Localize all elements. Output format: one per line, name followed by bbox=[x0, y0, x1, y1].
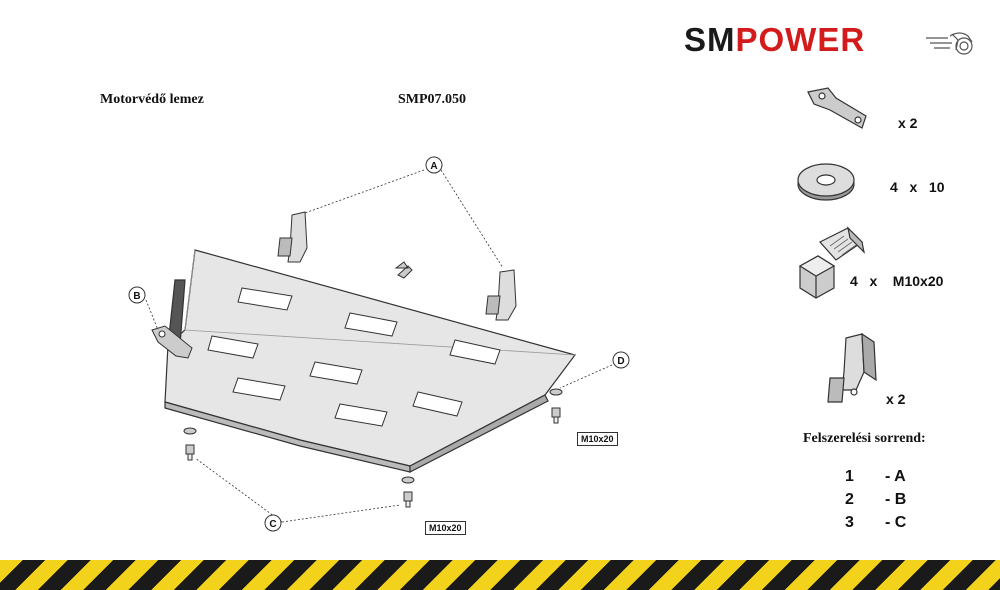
callout-d-circle bbox=[612, 351, 630, 369]
install-order-title: Felszerelési sorrend: bbox=[803, 431, 926, 446]
bracket-a-right bbox=[485, 269, 517, 321]
bracket-a-left bbox=[277, 211, 308, 263]
brand-logo: SMPOWER bbox=[684, 20, 984, 60]
step-letter: - B bbox=[885, 491, 907, 508]
leader-lines bbox=[145, 169, 613, 523]
part-qty-2: 4 x 10 bbox=[890, 179, 945, 195]
brand-wordmark: SMPOWER bbox=[684, 20, 865, 60]
bolt-label-c: M10x20 bbox=[425, 521, 466, 535]
assembly-diagram: A B C D bbox=[128, 156, 630, 532]
bolt-c-left bbox=[183, 427, 197, 461]
callout-c-circle bbox=[264, 514, 282, 532]
callout-b: B bbox=[133, 291, 140, 302]
step-letter: - A bbox=[885, 468, 906, 485]
product-code: SMP07.050 bbox=[398, 92, 467, 107]
bracket-strip-icon bbox=[807, 87, 867, 129]
step-letter: - C bbox=[885, 514, 907, 531]
direction-arrow-icon bbox=[394, 261, 413, 279]
bracket-b bbox=[151, 325, 193, 359]
step-number: 3 bbox=[845, 514, 854, 531]
brand-power: POWER bbox=[735, 21, 866, 58]
callout-d: D bbox=[617, 356, 624, 367]
washer-icon bbox=[797, 163, 855, 201]
motorcycle-icon bbox=[926, 32, 973, 55]
callout-c: C bbox=[269, 519, 276, 530]
part-qty-3: 4 x M10x20 bbox=[850, 273, 944, 289]
callout-a-circle bbox=[425, 156, 443, 174]
bolt-c-right bbox=[401, 476, 415, 508]
part-qty-1: x 2 bbox=[898, 115, 918, 131]
product-name: Motorvédő lemez bbox=[100, 92, 204, 107]
callout-b-circle bbox=[128, 286, 146, 304]
brand-sm: SM bbox=[684, 21, 736, 58]
step-number: 1 bbox=[845, 468, 854, 485]
step-number: 2 bbox=[845, 491, 854, 508]
bolt-icon bbox=[798, 226, 865, 299]
hazard-stripe bbox=[0, 560, 1000, 590]
install-step-2: 2 - B bbox=[845, 491, 906, 509]
plate-vents bbox=[207, 287, 501, 427]
bolt-d bbox=[549, 388, 563, 424]
bolt-label-d: M10x20 bbox=[577, 432, 618, 446]
install-step-3: 3 - C bbox=[845, 514, 906, 532]
install-step-1: 1 - A bbox=[845, 468, 906, 486]
part-qty-4: x 2 bbox=[886, 391, 906, 407]
angle-bracket-icon bbox=[827, 332, 877, 403]
callout-a: A bbox=[430, 161, 437, 172]
